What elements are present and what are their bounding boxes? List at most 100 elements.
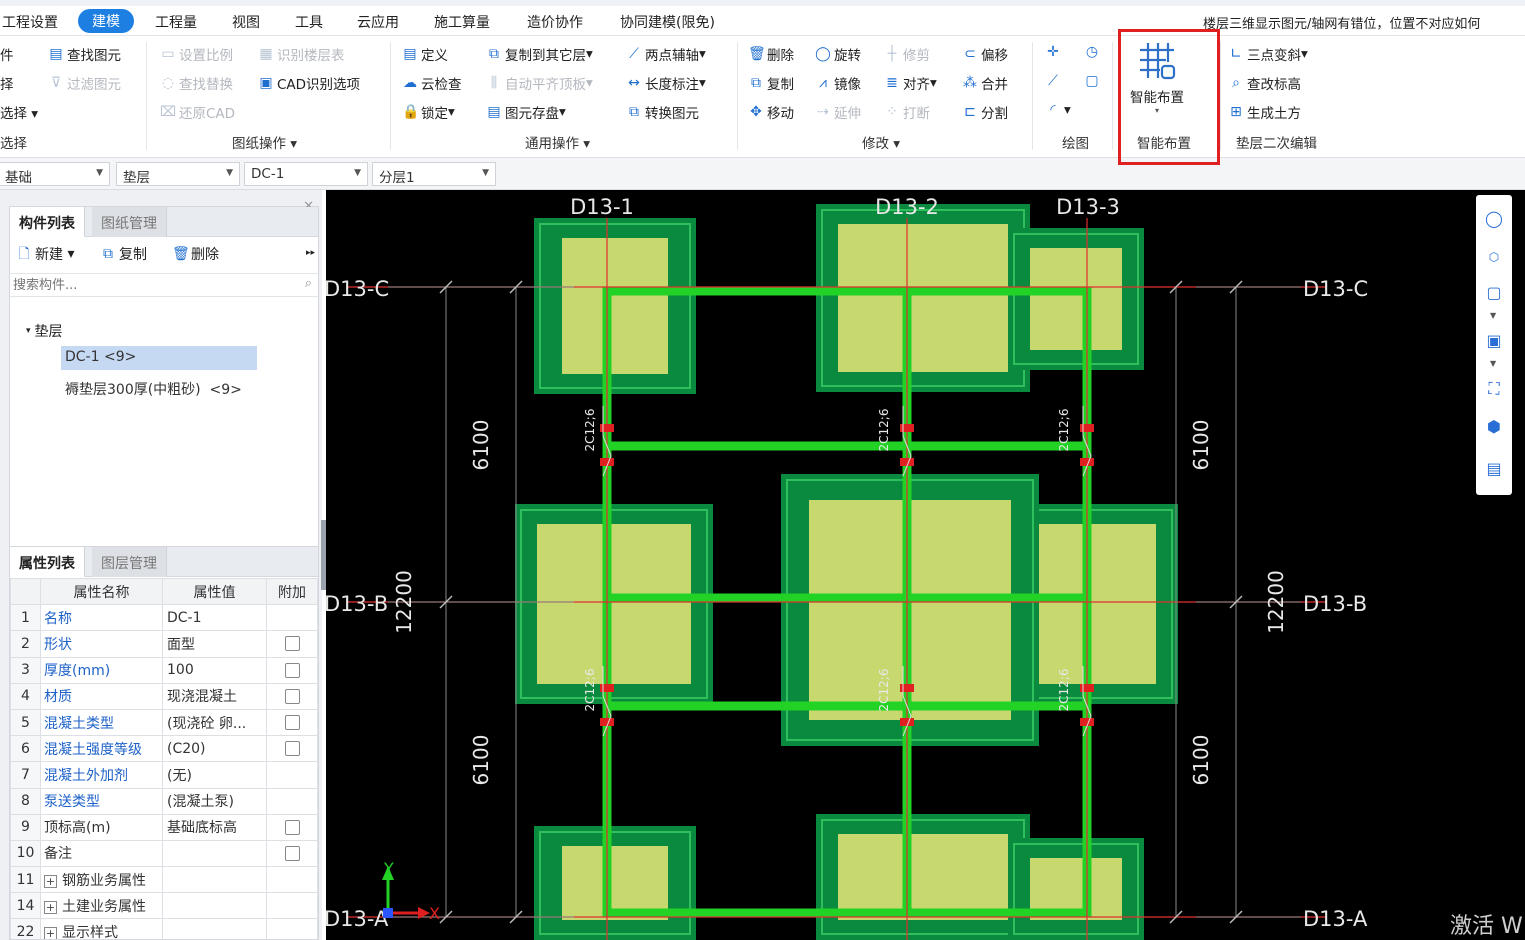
group-label-drawing[interactable]: 图纸操作 ▾ (232, 136, 298, 152)
more-arrow-icon[interactable]: ▸▸ (306, 248, 316, 258)
extend-button[interactable]: ⇢延伸 (815, 102, 861, 122)
tree-item-cushion-300[interactable]: 褥垫层300厚(中粗砂) <9> (61, 376, 301, 400)
property-value[interactable]: (无) (162, 761, 267, 789)
tab-component-list[interactable]: 构件列表 (10, 207, 85, 237)
menu-project-settings[interactable]: 工程设置 (2, 15, 58, 31)
property-value[interactable]: (C20) (162, 735, 267, 763)
lock-button[interactable]: 🔒锁定 ▾ (402, 104, 455, 122)
draw-circle-button[interactable]: ◷ (1084, 44, 1103, 60)
tree-node-cushion[interactable]: ▾垫层 (26, 324, 63, 340)
floor-type-select[interactable]: 基础▼ (0, 162, 110, 186)
cube-select-icon[interactable]: ⬢ (1487, 417, 1501, 436)
property-value[interactable]: 100 (162, 656, 267, 684)
expand-icon[interactable]: + (44, 874, 57, 888)
align-button[interactable]: ≣对齐 ▾ (884, 73, 937, 93)
smart-layout-button[interactable]: 智能布置 ▾ (1126, 40, 1188, 115)
search-icon[interactable]: ⌕ (304, 276, 312, 291)
extra-checkbox[interactable] (284, 845, 300, 861)
draw-point-button[interactable]: ✛ (1045, 44, 1064, 60)
two-point-axis-button[interactable]: ⟋两点辅轴 ▾ (626, 44, 706, 64)
panel-splitter[interactable] (321, 520, 326, 590)
extra-checkbox[interactable] (284, 741, 300, 757)
solid-box-icon[interactable]: ▣ (1486, 331, 1502, 350)
copy-component-button[interactable]: ⧉复制 (100, 244, 147, 264)
close-icon[interactable]: ✕ (303, 199, 314, 214)
cad-options-button[interactable]: ▣CAD识别选项 (259, 75, 361, 93)
box-icon[interactable]: ▢ (1486, 283, 1502, 302)
property-value[interactable]: 面型 (162, 630, 267, 658)
element-save-button[interactable]: ▤图元存盘 ▾ (487, 104, 566, 122)
menu-modeling[interactable]: 建模 (78, 9, 134, 33)
expand-icon[interactable]: + (44, 927, 57, 940)
menu-tools[interactable]: 工具 (295, 15, 323, 31)
property-value[interactable]: (现浇砼 卵... (162, 708, 267, 737)
property-row[interactable]: 22+显示样式 (10, 918, 318, 940)
extra-checkbox[interactable] (284, 636, 300, 652)
cloud-check-button[interactable]: ☁云检查 (403, 75, 462, 93)
orbit-icon[interactable]: ◯ (1485, 209, 1503, 228)
rotate-button[interactable]: ◯旋转 (815, 46, 861, 64)
break-button[interactable]: ⁘打断 (884, 102, 930, 122)
fit-view-icon[interactable]: ⛶ (1488, 379, 1500, 398)
layer-select[interactable]: 分层1▼ (372, 162, 496, 186)
delete-button[interactable]: 🗑删除 (748, 46, 794, 64)
menu-collab-modeling[interactable]: 协同建模(限免) (620, 15, 715, 31)
copy-to-floor-button[interactable]: ⧉复制到其它层 ▾ (486, 44, 593, 64)
restore-cad-button[interactable]: ⌧还原CAD (160, 104, 236, 122)
draw-line-button[interactable]: ⟋ (1045, 73, 1064, 89)
offset-button[interactable]: ⊂偏移 (962, 44, 1008, 64)
property-value[interactable] (162, 839, 267, 868)
menu-cloud[interactable]: 云应用 (357, 15, 399, 31)
extra-checkbox[interactable] (284, 819, 300, 835)
search-input[interactable] (10, 274, 280, 296)
expand-icon[interactable]: + (44, 900, 57, 914)
set-scale-button[interactable]: ▭设置比例 (161, 46, 233, 64)
tab-layer-management[interactable]: 图层管理 (92, 547, 167, 577)
property-row[interactable]: 14+土建业务属性 (10, 892, 318, 920)
property-sheet-icon[interactable]: ▤ (1486, 459, 1502, 478)
ribbon-col0-2[interactable]: 择 (0, 77, 14, 93)
property-row[interactable]: 11+钢筋业务属性 (10, 866, 318, 894)
find-element-button[interactable]: ▤查找图元 (49, 46, 121, 64)
menu-quantity[interactable]: 工程量 (155, 15, 197, 31)
length-dimension-button[interactable]: ↔长度标注 ▾ (626, 73, 706, 93)
property-value[interactable] (162, 892, 267, 920)
define-button[interactable]: ▤定义 (403, 46, 448, 64)
identify-floor-table-button[interactable]: ▦识别楼层表 (259, 46, 345, 64)
tab-property-list[interactable]: 属性列表 (10, 547, 85, 577)
chevron-down-icon[interactable]: ▼ (1490, 359, 1497, 368)
mirror-button[interactable]: ⩘镜像 (815, 73, 861, 93)
edit-elevation-button[interactable]: ⌕查改标高 (1228, 73, 1301, 93)
chevron-down-icon[interactable]: ▼ (1490, 311, 1497, 320)
extra-checkbox[interactable] (284, 715, 300, 731)
generate-earthwork-button[interactable]: ⊞生成土方 (1228, 102, 1301, 122)
copy-button[interactable]: ⧉复制 (748, 73, 794, 93)
search-box[interactable]: ⌕ (10, 273, 318, 297)
property-value[interactable]: (混凝土泵) (162, 787, 267, 815)
group-label-modify[interactable]: 修改 ▾ (862, 136, 901, 152)
extra-checkbox[interactable] (284, 688, 300, 704)
merge-button[interactable]: ⁂合并 (963, 75, 1008, 93)
ribbon-col0-1[interactable]: 件 (0, 48, 14, 64)
split-button[interactable]: ⊏分割 (962, 102, 1008, 122)
tab-drawing-management[interactable]: 图纸管理 (92, 207, 167, 237)
draw-rect-button[interactable]: ▢ (1084, 73, 1103, 89)
help-hint-text[interactable]: 楼层三维显示图元/轴网有错位，位置不对应如何 (1203, 17, 1481, 32)
menu-construction[interactable]: 施工算量 (434, 15, 490, 31)
menu-cost-collab[interactable]: 造价协作 (527, 15, 583, 31)
move-button[interactable]: ✥移动 (748, 102, 794, 122)
property-value[interactable]: 基础底标高 (162, 813, 267, 841)
find-replace-button[interactable]: ◌查找替换 (161, 75, 233, 93)
group-label-general[interactable]: 通用操作 ▾ (525, 136, 591, 152)
convert-element-button[interactable]: ⧉转换图元 (626, 102, 699, 122)
